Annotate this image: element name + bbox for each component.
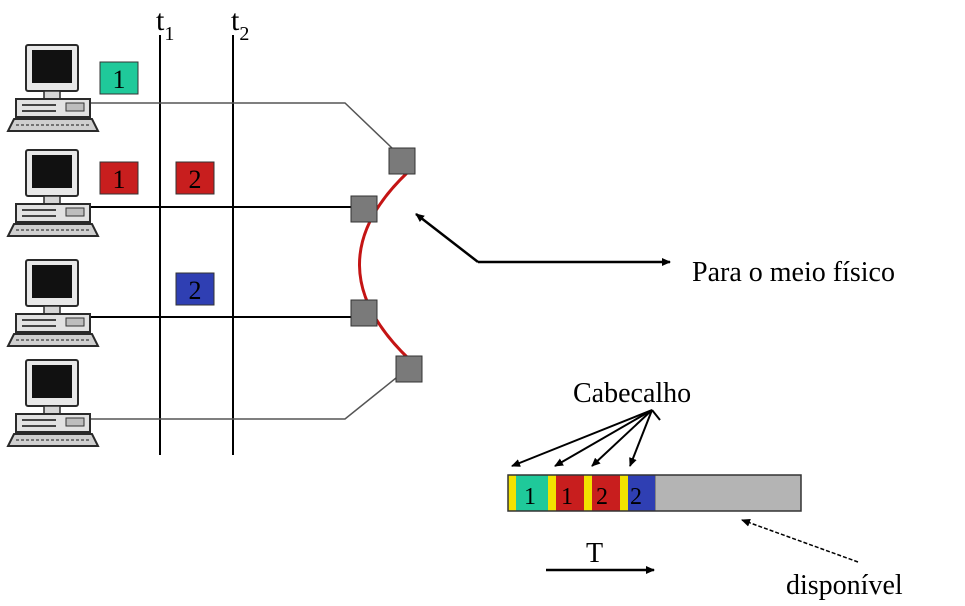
frame-slot bbox=[592, 475, 620, 511]
frame-slot bbox=[556, 475, 584, 511]
connector-square bbox=[395, 355, 423, 383]
frame-outline bbox=[507, 474, 802, 512]
multiplexer-curve bbox=[358, 170, 412, 362]
available-arrow bbox=[741, 518, 859, 563]
svg-text:2: 2 bbox=[189, 165, 202, 194]
frame-slot-label: 2 bbox=[630, 484, 642, 510]
computer-icon bbox=[7, 359, 99, 447]
frame-slot-label: 1 bbox=[524, 484, 536, 510]
computer-icon bbox=[7, 44, 99, 132]
packet-station-3-t2: 2 bbox=[175, 272, 215, 306]
svg-text:2: 2 bbox=[189, 276, 202, 305]
frame-slot-label: 1 bbox=[561, 484, 573, 510]
connector-square bbox=[350, 195, 378, 223]
header-arrows bbox=[511, 409, 661, 467]
frame-slot bbox=[628, 475, 655, 511]
packet-station-2-t1: 1 bbox=[99, 161, 139, 195]
computer-icon bbox=[7, 259, 99, 347]
svg-text:1: 1 bbox=[113, 65, 126, 94]
connector-square bbox=[388, 147, 416, 175]
tdm-frame: 1 1 2 2 bbox=[507, 474, 802, 512]
available-label: disponível bbox=[786, 570, 903, 601]
frame-slot-label: 2 bbox=[596, 484, 608, 510]
station-1-line bbox=[88, 102, 393, 149]
packet-station-2-t2: 2 bbox=[175, 161, 215, 195]
frame-header-bit bbox=[584, 475, 592, 511]
frame-header-bit bbox=[548, 475, 556, 511]
computer-icon bbox=[7, 149, 99, 237]
frame-header-bit bbox=[620, 475, 628, 511]
frame-slot bbox=[516, 475, 548, 511]
time-label: T bbox=[586, 538, 603, 569]
timeline-t2-label: t2 bbox=[231, 4, 249, 45]
medium-arrow-back bbox=[415, 213, 479, 263]
frame-header-bit bbox=[508, 475, 516, 511]
frame-available-region bbox=[654, 474, 802, 512]
packet-station-1: 1 bbox=[99, 61, 139, 95]
timeline-t1-label: t1 bbox=[156, 4, 174, 45]
svg-text:1: 1 bbox=[113, 165, 126, 194]
medium-label: Para o meio físico bbox=[692, 257, 895, 288]
connector-square bbox=[350, 299, 378, 327]
header-label: Cabecalho bbox=[573, 378, 691, 409]
station-4-line bbox=[88, 377, 397, 420]
